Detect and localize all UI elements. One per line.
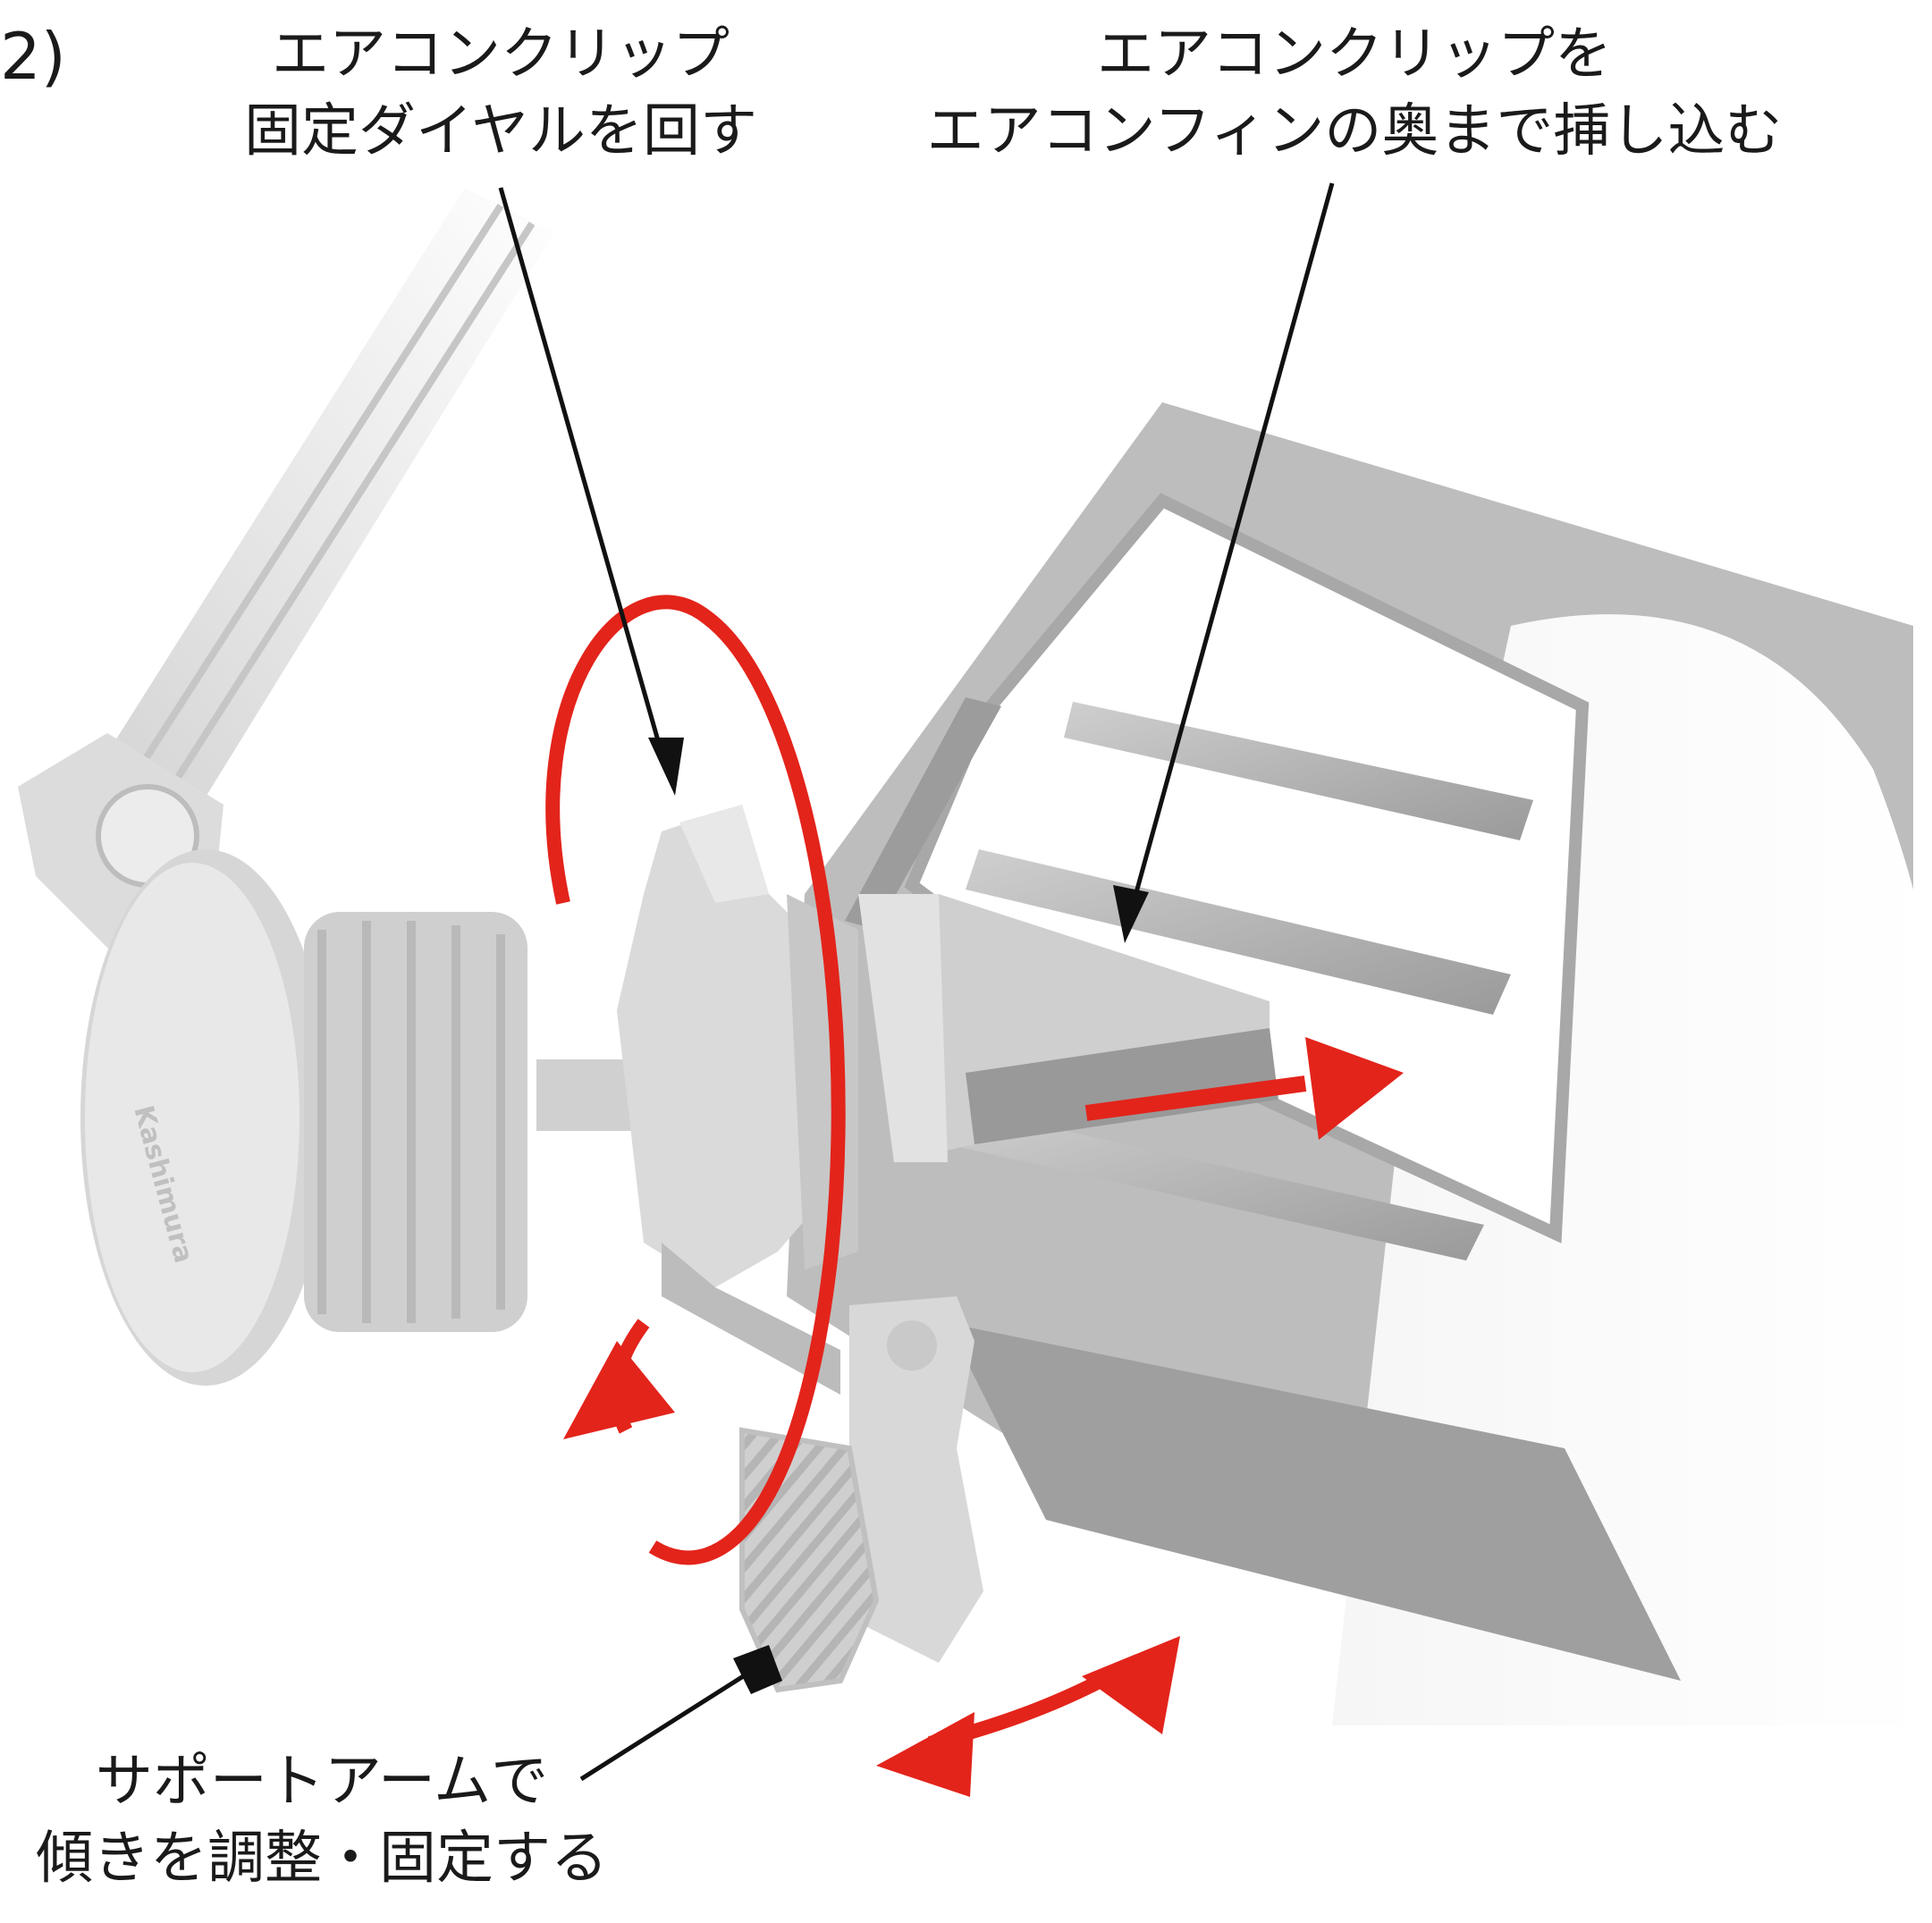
callout-support-arm: サポートアームで 傾きを調整・固定する	[27, 1743, 617, 1897]
leader-arrowhead-insert	[1113, 885, 1149, 943]
vent-fin-bottom	[948, 1109, 1484, 1261]
step-number: 2)	[0, 19, 66, 94]
callout-rotate-dial: エアコンクリップ 固定ダイヤルを回す	[224, 16, 778, 170]
angle-adjust-arrow-head-left	[876, 1712, 974, 1797]
leader-line-insert	[1128, 182, 1335, 913]
callout-insert-clip-line1: エアコンクリップを	[1097, 21, 1612, 88]
callout-rotate-dial-line2: 固定ダイヤルを回す	[243, 98, 758, 164]
vent-slot	[845, 697, 1001, 930]
connector-shaft	[536, 1059, 635, 1131]
magnet-head: Kashimura	[80, 849, 527, 1386]
vent-fin-middle	[966, 849, 1511, 1015]
upper-arm	[80, 188, 554, 840]
leader-arrowhead-dial	[648, 738, 684, 796]
insert-arrow-shaft	[1084, 1075, 1307, 1121]
insert-arrow-head	[1305, 1037, 1404, 1140]
clip-dial	[617, 805, 858, 1287]
leader-line-support	[579, 1660, 766, 1782]
callout-insert-clip: エアコンクリップを エアコンフィンの奥まで挿し込む	[912, 16, 1797, 170]
rotation-arrow-dial	[545, 595, 846, 1565]
vent-lower-lip	[948, 1323, 1681, 1681]
callout-insert-clip-line2: エアコンフィンの奥まで挿し込む	[926, 98, 1783, 164]
tilt-arrow-head	[563, 1341, 675, 1439]
callout-support-arm-line1: サポートアームで	[95, 1749, 549, 1815]
angle-adjust-arrow-head-right	[1082, 1636, 1180, 1734]
callout-support-arm-line2: 傾きを調整・固定する	[36, 1826, 608, 1892]
leader-arrowhead-support	[733, 1645, 782, 1694]
leader-line-dial	[498, 187, 669, 770]
vent-opening	[912, 501, 1582, 1234]
callout-rotate-dial-line1: エアコンクリップ	[272, 21, 730, 88]
